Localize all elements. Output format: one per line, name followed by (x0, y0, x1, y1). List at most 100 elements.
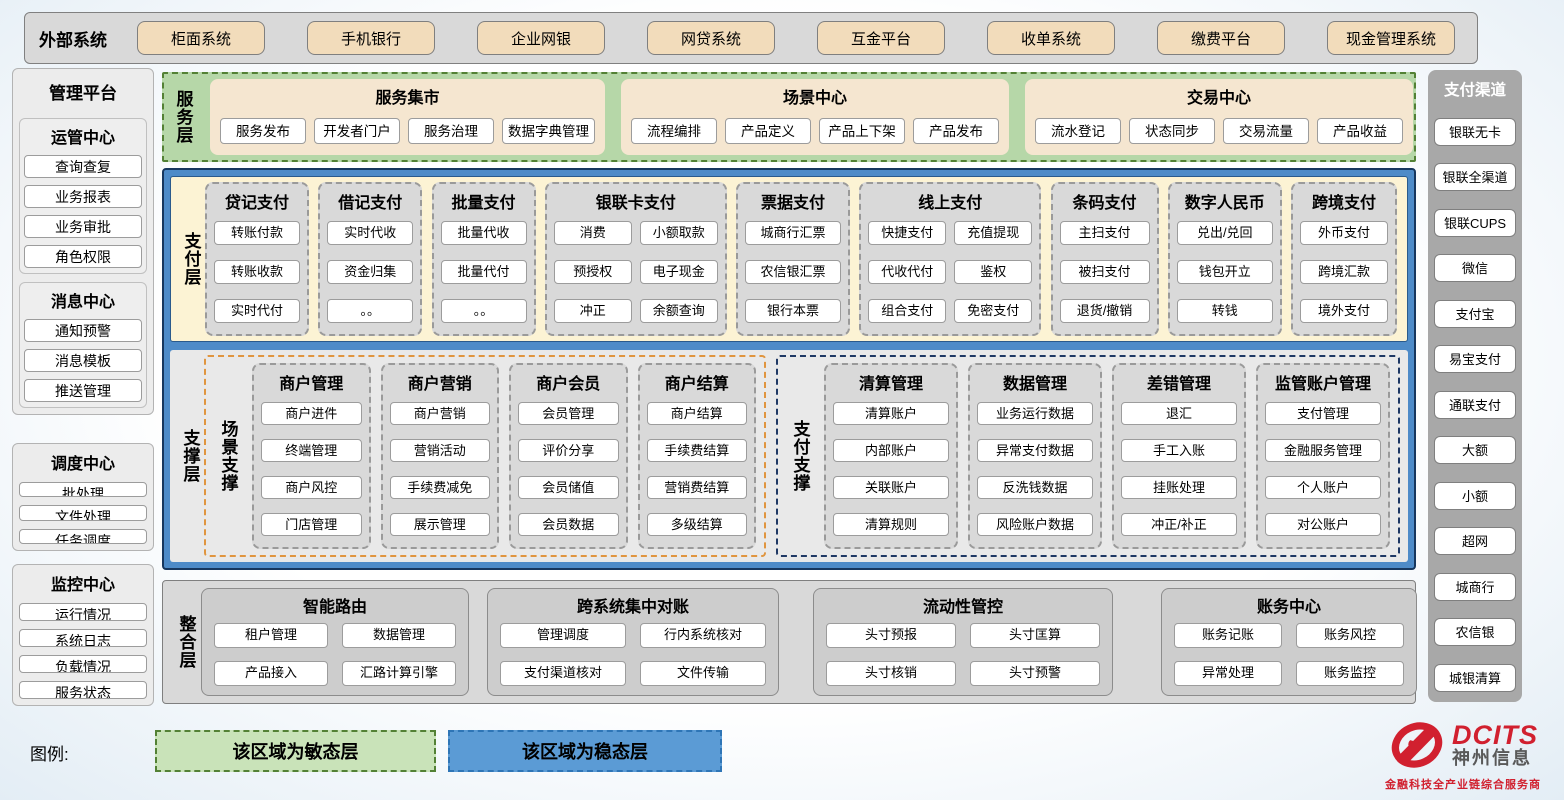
external-system-button[interactable]: 企业网银 (477, 21, 605, 55)
service-item-button[interactable]: 交易流量 (1223, 117, 1309, 144)
support-item-button[interactable]: 会员数据 (518, 513, 619, 536)
service-item-button[interactable]: 开发者门户 (314, 117, 400, 144)
payment-item-button[interactable]: 快捷支付 (868, 220, 947, 245)
payment-item-button[interactable]: 余额查询 (639, 299, 718, 324)
support-item-button[interactable]: 多级结算 (646, 513, 747, 536)
payment-item-button[interactable]: 境外支付 (1300, 298, 1388, 323)
payment-item-button[interactable]: 。。 (327, 298, 414, 323)
payment-item-button[interactable]: 小额取款 (639, 220, 718, 245)
management-item-button[interactable]: 负载情况 (19, 655, 147, 673)
support-item-button[interactable]: 终端管理 (261, 439, 362, 462)
support-item-button[interactable]: 会员储值 (518, 476, 619, 499)
integration-item-button[interactable]: 账务风控 (1296, 622, 1404, 648)
payment-item-button[interactable]: 城商行汇票 (745, 221, 841, 246)
management-item-button[interactable]: 业务审批 (24, 215, 142, 238)
service-item-button[interactable]: 产品收益 (1317, 117, 1403, 144)
channel-button[interactable]: 城银清算 (1434, 663, 1516, 692)
integration-item-button[interactable]: 汇路计算引擎 (342, 660, 456, 686)
support-item-button[interactable]: 内部账户 (833, 439, 949, 462)
support-item-button[interactable]: 异常支付数据 (977, 439, 1093, 462)
payment-item-button[interactable]: 。。 (440, 298, 527, 323)
integration-item-button[interactable]: 头寸预警 (970, 660, 1100, 686)
external-system-button[interactable]: 柜面系统 (137, 21, 265, 55)
management-item-button[interactable]: 通知预警 (24, 319, 142, 342)
payment-item-button[interactable]: 鉴权 (954, 259, 1033, 284)
payment-item-button[interactable]: 资金归集 (327, 259, 414, 284)
support-item-button[interactable]: 清算规则 (833, 513, 949, 536)
support-item-button[interactable]: 会员管理 (518, 402, 619, 425)
service-item-button[interactable]: 产品定义 (725, 117, 811, 144)
integration-item-button[interactable]: 租户管理 (214, 622, 328, 648)
support-item-button[interactable]: 个人账户 (1265, 476, 1381, 499)
support-item-button[interactable]: 营销费结算 (646, 476, 747, 499)
integration-item-button[interactable]: 头寸核销 (826, 660, 956, 686)
support-item-button[interactable]: 展示管理 (389, 513, 490, 536)
service-item-button[interactable]: 产品上下架 (819, 117, 905, 144)
payment-item-button[interactable]: 转账付款 (214, 221, 300, 246)
payment-item-button[interactable]: 转账收款 (214, 259, 300, 284)
support-item-button[interactable]: 营销活动 (389, 439, 490, 462)
payment-item-button[interactable]: 退货/撤销 (1059, 298, 1150, 323)
service-item-button[interactable]: 数据字典管理 (502, 117, 595, 144)
support-item-button[interactable]: 商户进件 (261, 402, 362, 425)
channel-button[interactable]: 微信 (1434, 254, 1516, 283)
integration-item-button[interactable]: 产品接入 (214, 660, 328, 686)
management-item-button[interactable]: 查询查复 (24, 155, 142, 178)
external-system-button[interactable]: 网贷系统 (647, 21, 775, 55)
payment-item-button[interactable]: 转钱 (1176, 298, 1273, 323)
payment-item-button[interactable]: 实时代付 (214, 298, 300, 323)
support-item-button[interactable]: 清算账户 (833, 402, 949, 425)
channel-button[interactable]: 小额 (1434, 481, 1516, 510)
integration-item-button[interactable]: 账务监控 (1296, 660, 1404, 686)
payment-item-button[interactable]: 银行本票 (745, 298, 841, 323)
service-item-button[interactable]: 状态同步 (1129, 117, 1215, 144)
support-item-button[interactable]: 手续费结算 (646, 439, 747, 462)
support-item-button[interactable]: 反洗钱数据 (977, 476, 1093, 499)
payment-item-button[interactable]: 被扫支付 (1059, 259, 1150, 284)
service-item-button[interactable]: 流程编排 (631, 117, 717, 144)
management-item-button[interactable]: 系统日志 (19, 629, 147, 647)
payment-item-button[interactable]: 钱包开立 (1176, 259, 1273, 284)
support-item-button[interactable]: 商户营销 (389, 402, 490, 425)
channel-button[interactable]: 大额 (1434, 436, 1516, 465)
integration-item-button[interactable]: 数据管理 (342, 622, 456, 648)
channel-button[interactable]: 城商行 (1434, 572, 1516, 601)
payment-item-button[interactable]: 外币支付 (1300, 221, 1388, 246)
payment-item-button[interactable]: 批量代收 (440, 221, 527, 246)
channel-button[interactable]: 银联CUPS (1434, 208, 1516, 237)
support-item-button[interactable]: 对公账户 (1265, 513, 1381, 536)
payment-item-button[interactable]: 冲正 (553, 299, 632, 324)
external-system-button[interactable]: 手机银行 (307, 21, 435, 55)
management-item-button[interactable]: 任务调度 (19, 528, 147, 544)
support-item-button[interactable]: 冲正/补正 (1121, 513, 1237, 536)
channel-button[interactable]: 超网 (1434, 527, 1516, 556)
channel-button[interactable]: 银联全渠道 (1434, 163, 1516, 192)
integration-item-button[interactable]: 异常处理 (1174, 660, 1282, 686)
integration-item-button[interactable]: 管理调度 (500, 622, 626, 648)
support-item-button[interactable]: 手工入账 (1121, 439, 1237, 462)
support-item-button[interactable]: 手续费减免 (389, 476, 490, 499)
payment-item-button[interactable]: 免密支付 (954, 299, 1033, 324)
payment-item-button[interactable]: 预授权 (553, 259, 632, 284)
support-item-button[interactable]: 关联账户 (833, 476, 949, 499)
integration-item-button[interactable]: 账务记账 (1174, 622, 1282, 648)
management-item-button[interactable]: 运行情况 (19, 603, 147, 621)
external-system-button[interactable]: 缴费平台 (1157, 21, 1285, 55)
channel-button[interactable]: 农信银 (1434, 618, 1516, 647)
support-item-button[interactable]: 挂账处理 (1121, 476, 1237, 499)
payment-item-button[interactable]: 实时代收 (327, 221, 414, 246)
service-item-button[interactable]: 服务发布 (220, 117, 306, 144)
external-system-button[interactable]: 收单系统 (987, 21, 1115, 55)
payment-item-button[interactable]: 代收代付 (868, 259, 947, 284)
support-item-button[interactable]: 门店管理 (261, 513, 362, 536)
management-item-button[interactable]: 推送管理 (24, 379, 142, 402)
payment-item-button[interactable]: 农信银汇票 (745, 259, 841, 284)
integration-item-button[interactable]: 头寸预报 (826, 622, 956, 648)
payment-item-button[interactable]: 主扫支付 (1059, 221, 1150, 246)
payment-item-button[interactable]: 批量代付 (440, 259, 527, 284)
payment-item-button[interactable]: 组合支付 (868, 299, 947, 324)
management-item-button[interactable]: 角色权限 (24, 245, 142, 268)
channel-button[interactable]: 通联支付 (1434, 390, 1516, 419)
support-item-button[interactable]: 支付管理 (1265, 402, 1381, 425)
channel-button[interactable]: 支付宝 (1434, 299, 1516, 328)
